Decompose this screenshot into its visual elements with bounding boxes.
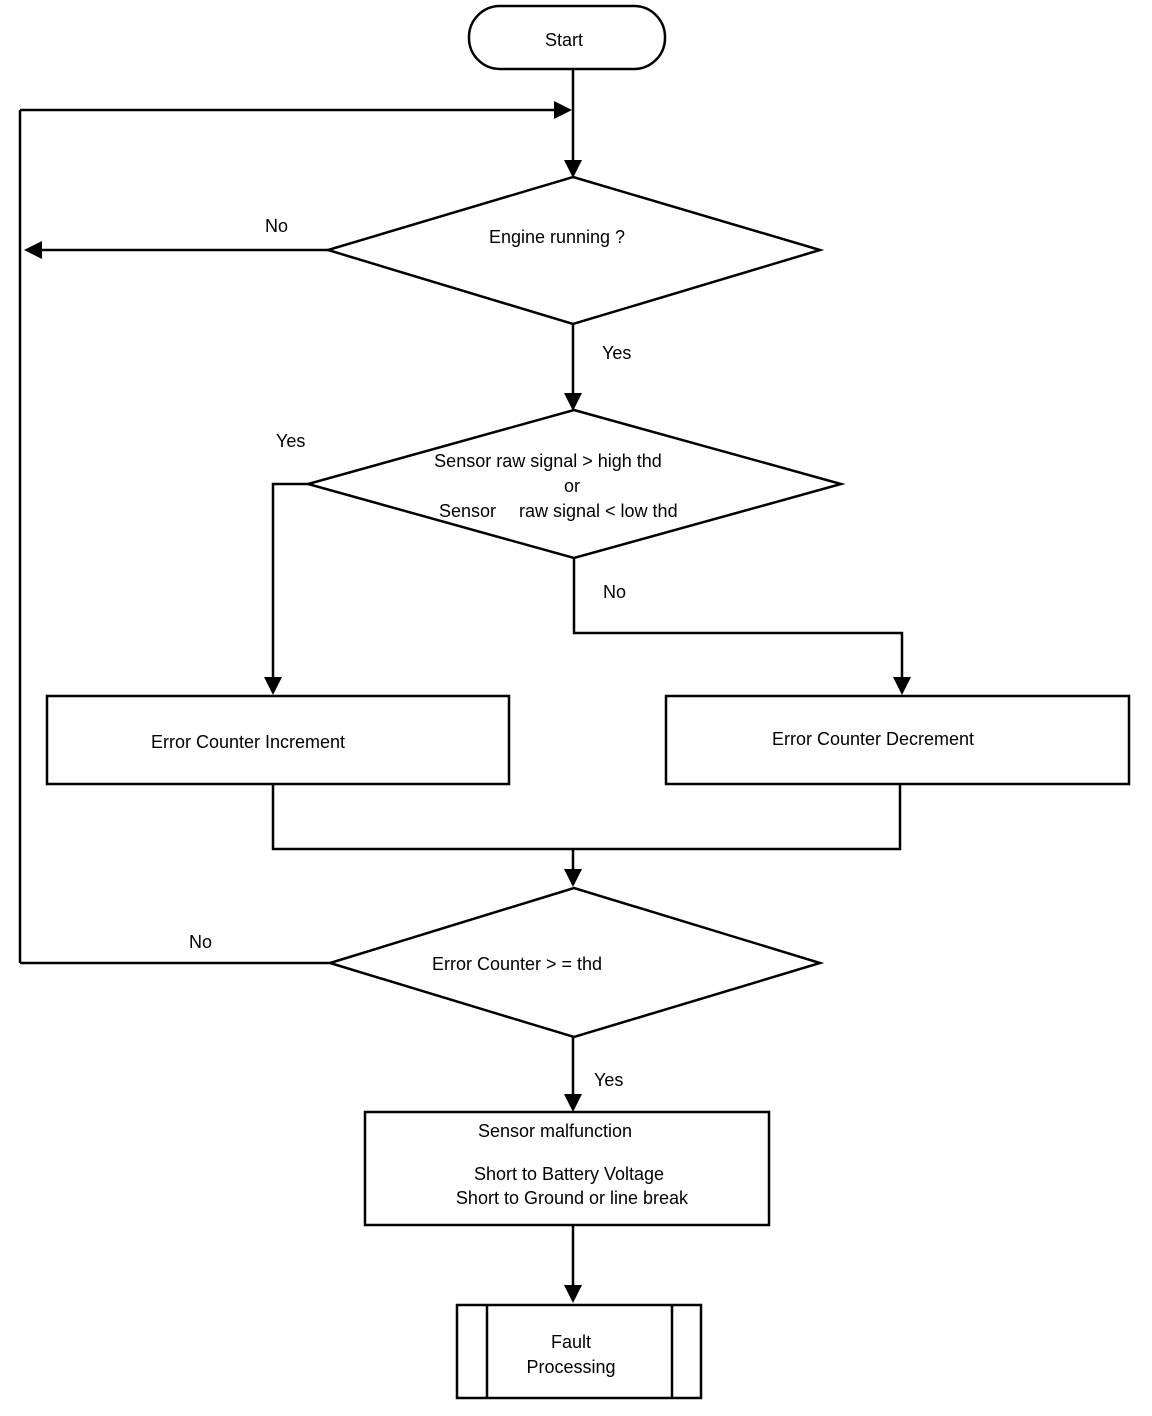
start-node: Start	[467, 4, 667, 71]
arrowhead-counter	[564, 869, 582, 887]
arrowhead-loop-entry	[554, 101, 572, 119]
decision-sensor-signal: Sensor raw signal > high thd or Sensor r…	[303, 408, 846, 560]
edge-increment-merge	[271, 784, 902, 851]
arrowhead-decrement	[893, 677, 911, 695]
decision-engine-running: Engine running ?	[323, 175, 825, 326]
process-sensor-malfunction: Sensor malfunction Short to Battery Volt…	[363, 1110, 771, 1227]
arrowhead-malfunction	[564, 1094, 582, 1112]
engine-yes-label: Yes	[602, 343, 631, 363]
arrowhead-engine	[564, 160, 582, 178]
start-label: Start	[545, 30, 583, 50]
decision-engine-label: Engine running ?	[489, 227, 625, 247]
malfunction-line-2: Short to Ground or line break	[456, 1188, 689, 1208]
arrowhead-increment	[264, 677, 282, 695]
arrowhead-engine-no	[24, 241, 42, 259]
fault-line-2: Processing	[526, 1357, 615, 1377]
edge-signal-no	[572, 558, 904, 680]
signal-line-2: or	[564, 476, 580, 496]
decrement-label: Error Counter Decrement	[772, 729, 974, 749]
counter-label: Error Counter > = thd	[432, 954, 602, 974]
counter-yes-label: Yes	[594, 1070, 623, 1090]
edge-signal-yes	[271, 482, 308, 680]
signal-yes-label: Yes	[276, 431, 305, 451]
process-decrement: Error Counter Decrement	[664, 694, 1131, 786]
process-increment: Error Counter Increment	[45, 694, 511, 786]
decision-error-counter: Error Counter > = thd	[325, 886, 825, 1039]
engine-no-label: No	[265, 216, 288, 236]
signal-line-3b: raw signal < low thd	[519, 501, 678, 521]
malfunction-line-1: Short to Battery Voltage	[474, 1164, 664, 1184]
signal-no-label: No	[603, 582, 626, 602]
signal-line-1: Sensor raw signal > high thd	[434, 451, 662, 471]
predefined-process-fault: Fault Processing	[455, 1303, 703, 1400]
connectors	[18, 70, 911, 1303]
increment-label: Error Counter Increment	[151, 732, 345, 752]
arrowhead-signal	[564, 393, 582, 411]
signal-line-3a: Sensor	[439, 501, 496, 521]
fault-line-1: Fault	[551, 1332, 591, 1352]
counter-no-label: No	[189, 932, 212, 952]
malfunction-title: Sensor malfunction	[478, 1121, 632, 1141]
arrowhead-fault	[564, 1285, 582, 1303]
